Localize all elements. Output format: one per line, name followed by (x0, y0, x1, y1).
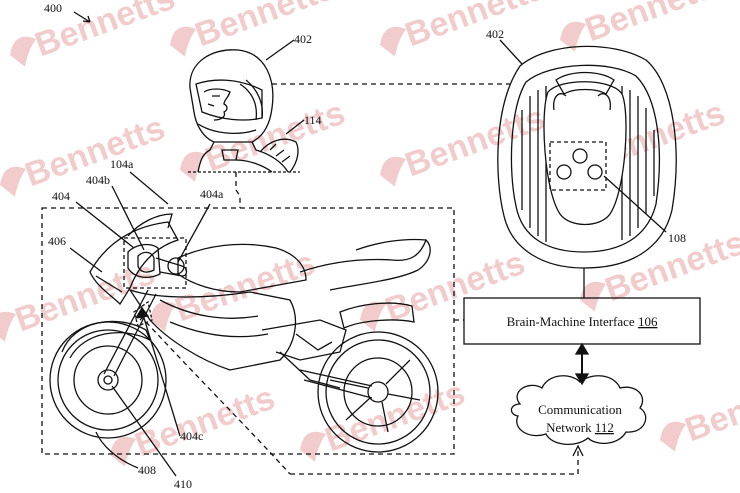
leader-108 (603, 175, 667, 233)
svg-text:Bennetts: Bennetts (170, 244, 320, 329)
label-402-interior: 402 (486, 27, 504, 41)
leader-404c (143, 317, 181, 437)
leader-404b (111, 185, 145, 251)
svg-text:Bennetts: Bennetts (400, 99, 550, 184)
leader-410 (111, 385, 177, 477)
leader-402-rider (265, 39, 295, 61)
svg-text:Bennetts: Bennetts (680, 364, 740, 449)
link-bike-to-network-arrow (572, 444, 584, 457)
svg-text:Bennetts: Bennetts (580, 0, 730, 49)
sensor-circle-left (556, 164, 572, 180)
svg-text:Bennetts: Bennetts (400, 0, 550, 54)
sensor-box-104a (123, 237, 187, 289)
sensor-circle-top (572, 148, 588, 164)
label-104a: 104a (110, 157, 134, 171)
helmet-interior-illustration (497, 45, 677, 269)
label-108: 108 (668, 231, 686, 245)
label-406: 406 (48, 234, 66, 248)
label-410: 410 (174, 477, 192, 491)
label-404: 404 (52, 189, 70, 203)
bmi-box-text: Brain-Machine Interface (507, 314, 635, 329)
link-rider-to-bike (235, 172, 241, 208)
link-sensor-to-network (145, 321, 291, 475)
figure-number-arrow (73, 11, 91, 23)
watermark-layer: Bennetts Bennetts Bennetts Bennetts Benn… (0, 0, 740, 467)
svg-text:Bennetts: Bennetts (190, 0, 340, 54)
bmi-box-ref: 106 (638, 314, 658, 329)
label-404c: 404c (180, 429, 203, 443)
label-114: 114 (304, 113, 322, 127)
leader-404 (75, 201, 135, 249)
fork-sensor-404c (133, 300, 153, 327)
sensor-circle-right (587, 164, 603, 180)
network-cloud (510, 375, 647, 445)
sensor-arrowhead (134, 306, 150, 319)
handlebar-grip-404b (127, 243, 161, 279)
motorcycle-illustration (49, 213, 439, 453)
svg-text:Bennetts: Bennetts (320, 374, 470, 459)
double-arrow-heads (574, 342, 590, 386)
leader-408 (95, 431, 139, 469)
bmi-box-label: Brain-Machine Interface 106 (507, 314, 658, 329)
svg-text:Bennetts: Bennetts (130, 379, 280, 464)
network-cloud-ref: 112 (595, 420, 614, 435)
motorcycle-frame (41, 207, 455, 455)
bmi-sensor-box (549, 141, 607, 191)
label-402-rider: 402 (294, 32, 312, 46)
figure-number: 400 (44, 1, 62, 15)
network-cloud-line2: Network 112 (546, 420, 614, 435)
network-cloud-text: Network (546, 420, 592, 435)
leader-104a (129, 171, 169, 205)
label-404a: 404a (200, 187, 224, 201)
handlebar-grip-inner (137, 251, 155, 273)
svg-text:Bennetts: Bennetts (200, 94, 350, 179)
label-404b: 404b (86, 173, 110, 187)
leader-402-interior (499, 39, 523, 65)
leader-404a (177, 203, 211, 263)
network-cloud-line1: Communication (538, 402, 622, 417)
rider-illustration (188, 49, 300, 173)
link-bike-to-network (290, 448, 579, 475)
leader-114 (285, 119, 305, 135)
label-408: 408 (138, 463, 156, 477)
leader-406 (69, 247, 103, 273)
